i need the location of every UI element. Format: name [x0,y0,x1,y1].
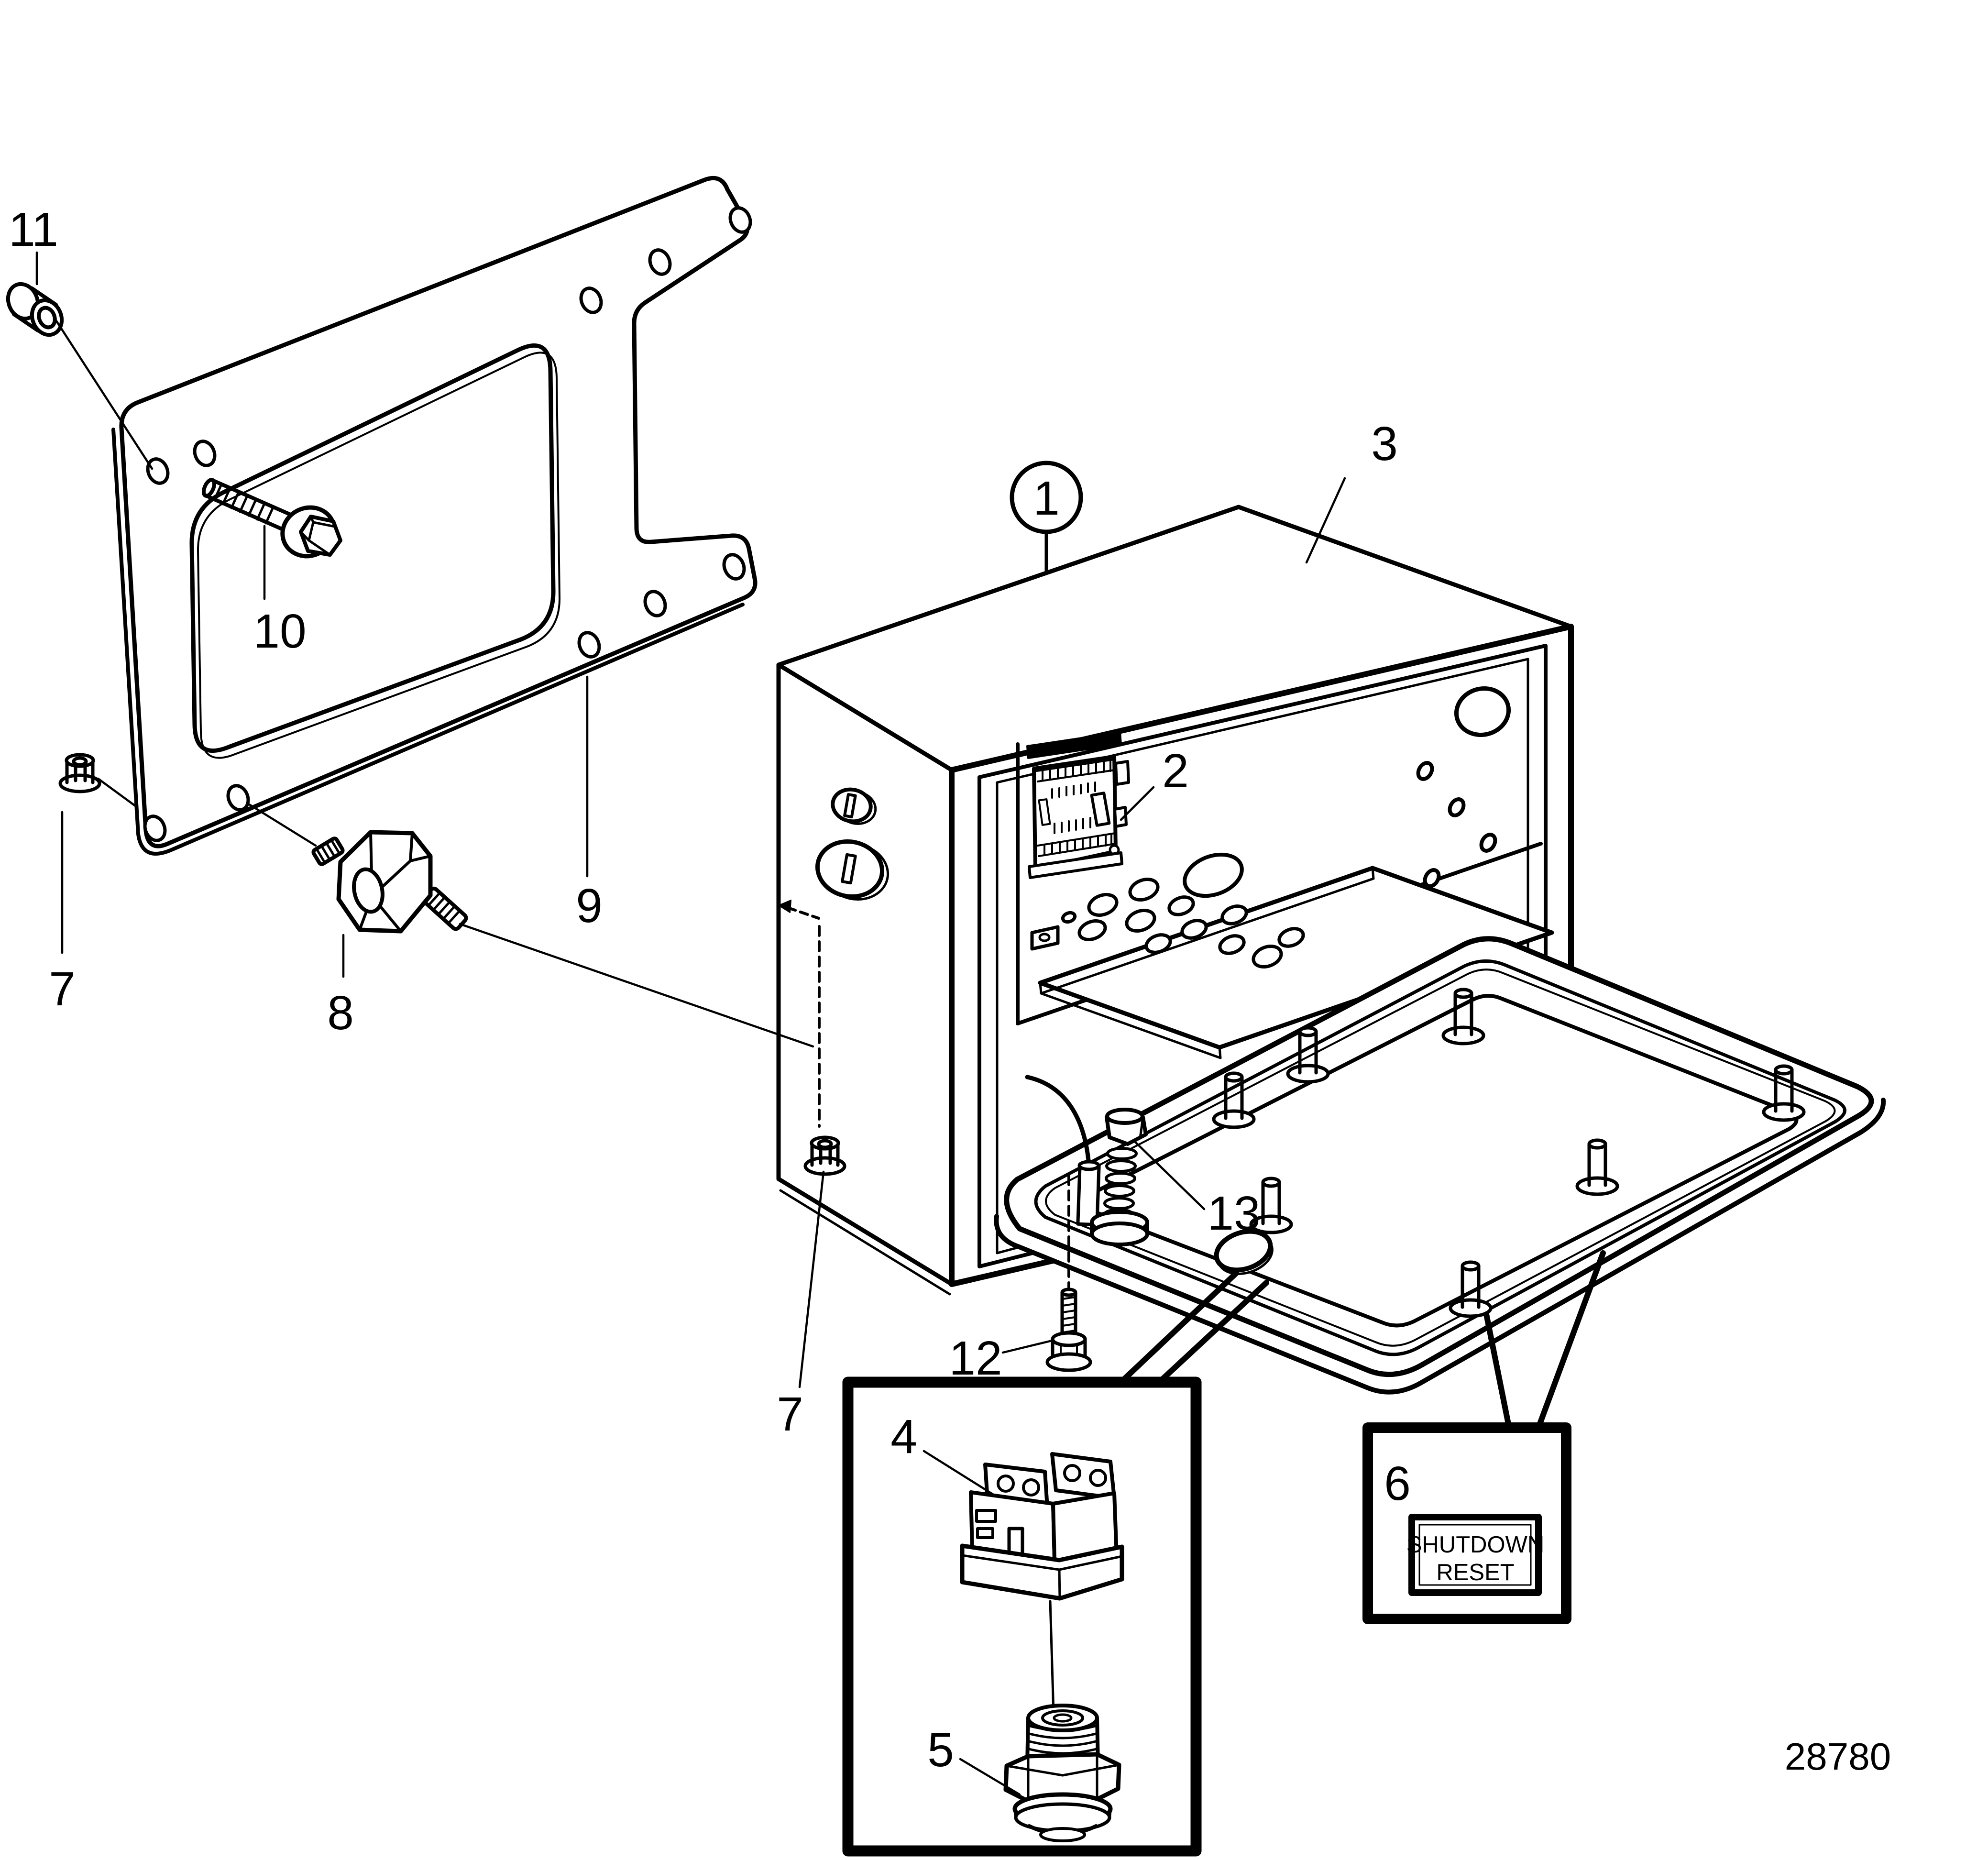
ground-nut [1105,1108,1148,1146]
callout-7-left: 7 [49,962,76,1016]
mounting-bracket [111,176,758,856]
label-reset: RESET [1436,1560,1514,1585]
bolt-threads [213,484,274,525]
callout-7-right: 7 [777,1387,803,1441]
callout-2: 2 [1162,744,1189,798]
callout-12: 12 [949,1332,1002,1385]
callout-5: 5 [927,1723,954,1777]
lid-studs [1212,988,1806,1318]
drawing-number: 28780 [1785,1735,1891,1778]
warning-label [1090,792,1111,827]
leader-lines [35,251,1606,1796]
circuit-board [1026,731,1130,879]
standoff-nut [311,830,468,934]
callout-4: 4 [890,1410,917,1464]
callout-3: 3 [1371,417,1398,471]
inset-frame [842,1376,1202,1857]
terminal-strips [1036,759,1117,857]
label-shutdown: SHUTDOWN [1406,1532,1545,1558]
callout-10: 10 [253,605,306,658]
callout-6: 6 [1384,1457,1411,1510]
callout-8: 8 [327,986,354,1040]
flange-nut-left [58,753,101,793]
left-face-plugs [815,787,890,901]
shutdown-reset-box [1362,1422,1571,1624]
bolt [201,478,342,559]
shutdown-reset-label [1408,1514,1542,1596]
detail-inset [842,1376,1202,1857]
lid-screw [1045,1174,1092,1372]
box-lid [994,936,1886,1395]
callout-13: 13 [1207,1187,1260,1240]
relay [960,1452,1124,1601]
callout-1-circle [1010,461,1083,534]
callout-1: 1 [1033,472,1060,525]
back-wall-holes [1416,686,1511,888]
callout-11: 11 [9,203,58,256]
standoff-upper-stud [311,836,345,866]
spacer-sleeve [6,282,64,337]
flange-nut-box [803,1135,846,1176]
hidden-lines [778,900,821,1128]
bracket-holes [143,206,752,842]
knockout-plate [1030,852,1554,1059]
ground-stud [1025,1075,1149,1246]
ground-wire [1025,1075,1091,1167]
callout-labels: 1 2 3 4 5 6 7 7 8 9 10 11 12 13 [9,203,1411,1777]
callout-9: 9 [576,879,603,933]
cable-gland [1003,1704,1121,1842]
